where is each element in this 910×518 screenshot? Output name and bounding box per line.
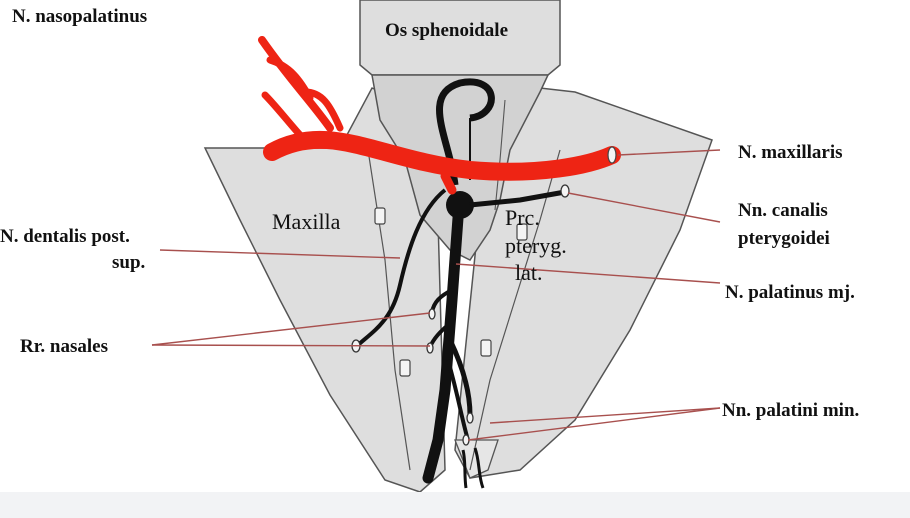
- label-n-dentalis-line2: sup.: [112, 252, 145, 273]
- maxillaris-branch-1: [262, 40, 330, 128]
- label-nn-canalis-line2: pterygoidei: [738, 228, 830, 249]
- label-n-dentalis-line1: N. dentalis post.: [0, 226, 130, 247]
- label-nn-canalis-line1: Nn. canalis: [738, 200, 828, 221]
- label-n-palatinus-mj: N. palatinus mj.: [725, 282, 855, 303]
- label-n-nasopalatinus: N. nasopalatinus: [12, 6, 147, 27]
- maxillaris-branch-5: [445, 176, 452, 190]
- label-prc-line3: lat.: [515, 260, 543, 285]
- label-n-maxillaris: N. maxillaris: [738, 142, 843, 163]
- maxillaris-end-cut: [608, 147, 616, 163]
- label-os-sphenoidale: Os sphenoidale: [385, 20, 508, 41]
- bottom-band: [0, 492, 910, 518]
- label-nn-palatini-min: Nn. palatini min.: [722, 400, 859, 421]
- maxillaris-branch-4: [265, 95, 300, 135]
- label-rr-nasales: Rr. nasales: [20, 336, 108, 357]
- pterygopalatine-ganglion-diagram: N. nasopalatinus Os sphenoidale N. maxil…: [0, 0, 910, 492]
- label-maxilla: Maxilla: [272, 209, 341, 234]
- label-prc-line1: Prc.: [505, 205, 540, 230]
- label-prc-line2: pteryg.: [505, 233, 567, 258]
